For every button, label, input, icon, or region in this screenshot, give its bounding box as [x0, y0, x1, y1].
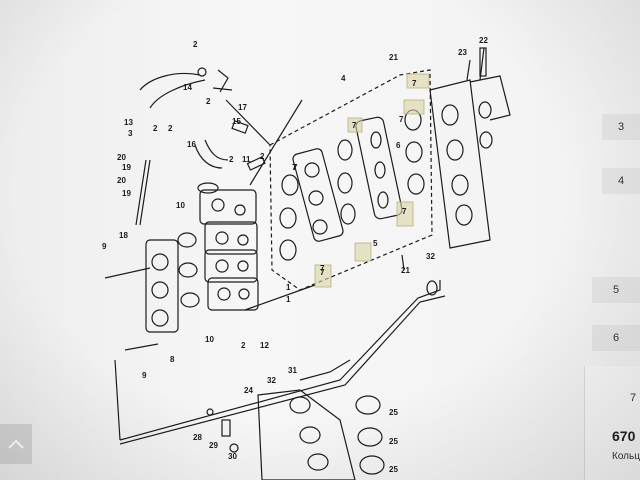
part-label: 2 [193, 40, 198, 49]
part-price: 670 [612, 428, 636, 444]
ref-number: 4 [617, 175, 625, 187]
part-label: 25 [389, 465, 398, 474]
elbow-pipe [217, 69, 229, 93]
part-label: 3 [128, 129, 133, 138]
part-label: 7 [293, 163, 298, 172]
breather-hose [139, 72, 201, 91]
part-label: 9 [142, 371, 147, 380]
part-label: 10 [205, 335, 214, 344]
reed-valve-assembly [292, 148, 344, 242]
part-label: 18 [119, 231, 128, 240]
part-label: 19 [122, 163, 131, 172]
part-label: 25 [389, 408, 398, 417]
part-label: 15 [232, 117, 241, 126]
scroll-up-button[interactable] [0, 424, 32, 464]
part-label: 23 [458, 48, 467, 57]
part-label: 21 [401, 266, 410, 275]
part-labels: 2 14 13 2 17 2 15 16 2 2 3 20 19 20 19 1… [102, 36, 488, 474]
intake-flange-left [145, 239, 179, 333]
ref-item-4[interactable]: 4 [602, 168, 640, 194]
part-label: 6 [396, 141, 401, 150]
part-label: 12 [260, 341, 269, 350]
part-label: 2 [260, 152, 265, 161]
part-label: 25 [389, 437, 398, 446]
exhaust-cover [257, 389, 356, 480]
gasket-plate [355, 116, 403, 220]
part-label: 7 [412, 79, 417, 88]
part-label: 28 [193, 433, 202, 442]
chevron-up-icon [8, 439, 24, 449]
part-label: 17 [238, 103, 247, 112]
ref-number: 3 [617, 121, 625, 133]
part-label: 1 [286, 283, 291, 292]
part-label: 7 [399, 115, 404, 124]
part-label: 7 [320, 264, 325, 273]
part-label: 32 [267, 376, 276, 385]
part-label: 21 [389, 53, 398, 62]
part-label: 7 [292, 163, 297, 172]
part-label: 8 [170, 355, 175, 364]
part-label: 13 [124, 118, 133, 127]
part-label: 31 [288, 366, 297, 375]
intake-manifold-right [429, 75, 511, 249]
part-label: 14 [183, 83, 192, 92]
part-label: 11 [242, 155, 251, 164]
ref-item-5[interactable]: 5 [592, 277, 640, 303]
ref-number: 5 [612, 284, 620, 296]
part-label: 19 [122, 189, 131, 198]
part-label: 16 [187, 140, 196, 149]
part-label: 7 [320, 268, 325, 277]
part-detail-panel[interactable] [584, 366, 640, 480]
part-label: 29 [209, 441, 218, 450]
part-label: 7 [402, 207, 407, 216]
part-label: 20 [117, 176, 126, 185]
cable-line [119, 280, 441, 441]
part-label: 5 [373, 239, 378, 248]
part-label: 2 [206, 97, 211, 106]
part-label: 2 [168, 124, 173, 133]
part-ref-number: 7 [630, 392, 637, 404]
part-label: 32 [426, 252, 435, 261]
part-label: 30 [228, 452, 237, 461]
part-label: 7 [352, 121, 357, 130]
part-label: 2 [229, 155, 234, 164]
part-label: 20 [117, 153, 126, 162]
part-label: 22 [479, 36, 488, 45]
part-label: 9 [102, 242, 107, 251]
ref-item-6[interactable]: 6 [592, 325, 640, 351]
part-label: 1 [286, 295, 291, 304]
part-description: Кольц [612, 451, 640, 462]
part-label: 2 [241, 341, 246, 350]
part-label: 4 [341, 74, 346, 83]
ref-item-3[interactable]: 3 [602, 114, 640, 140]
part-label: 24 [244, 386, 253, 395]
part-label: 2 [153, 124, 158, 133]
carburetor-stack [197, 182, 259, 311]
part-label: 10 [176, 201, 185, 210]
hose-clamp-part [197, 67, 207, 77]
ref-number: 6 [612, 332, 620, 344]
